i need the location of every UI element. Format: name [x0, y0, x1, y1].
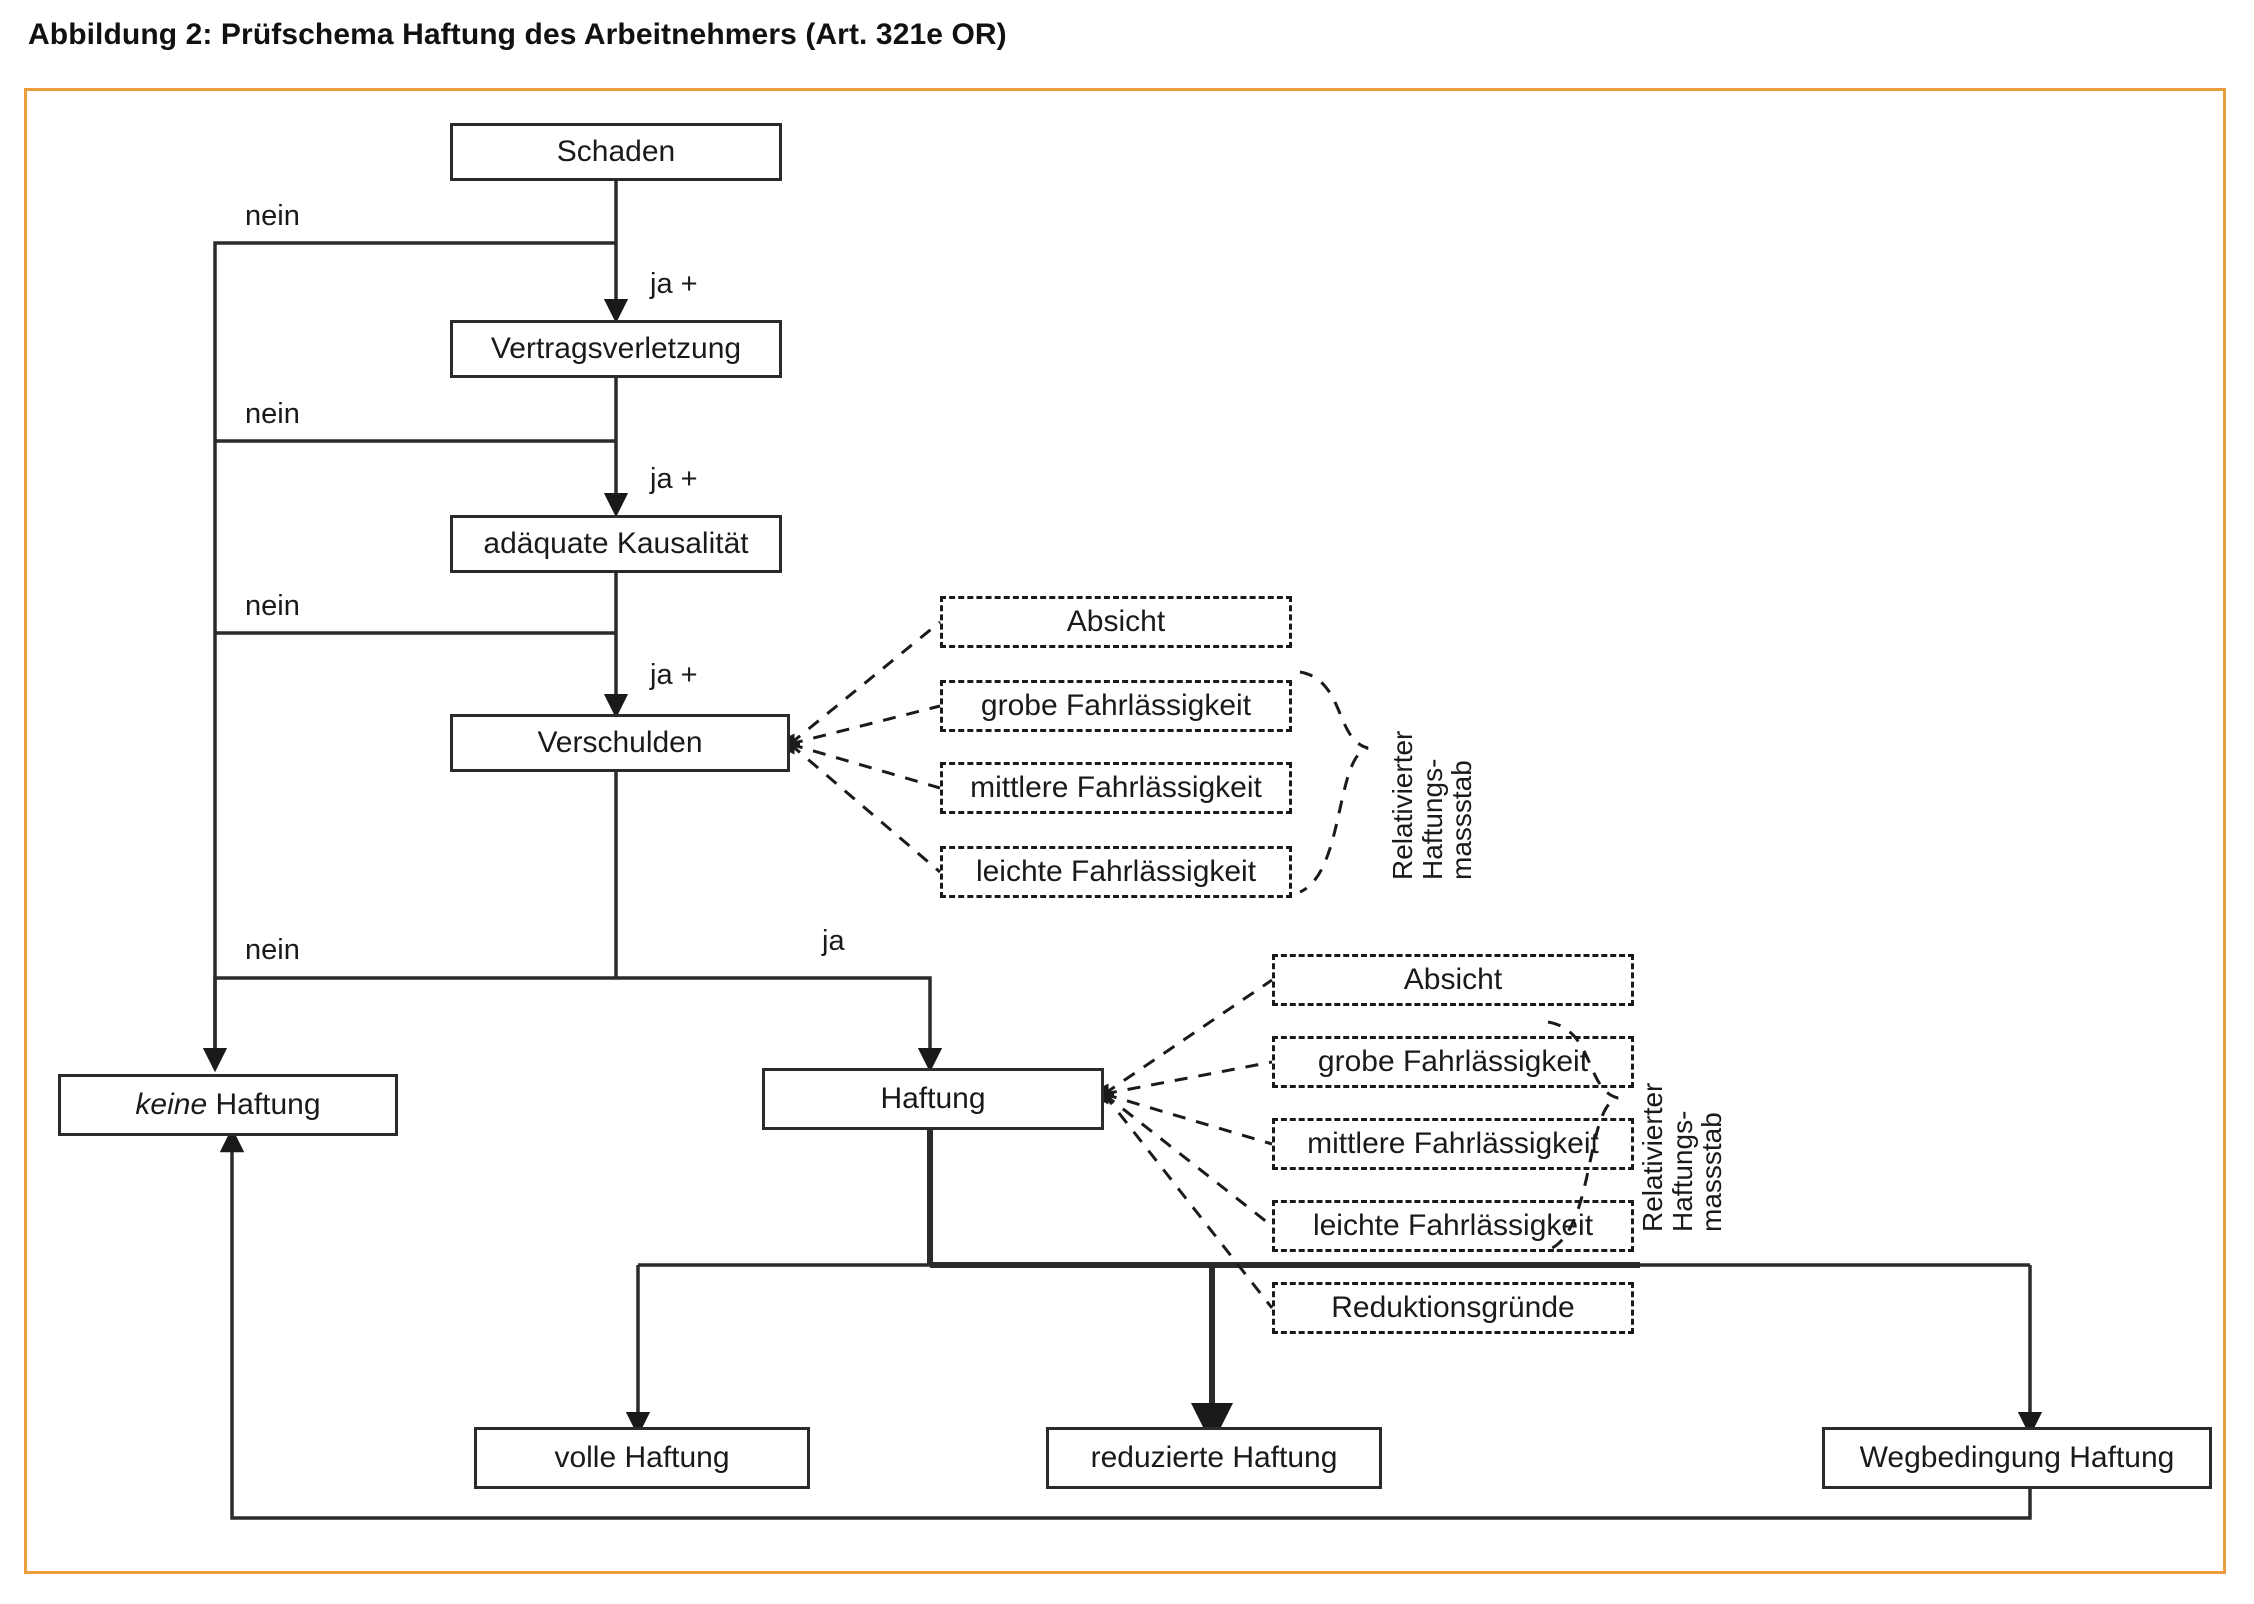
node-keine-haftung-rest: Haftung: [207, 1088, 321, 1121]
figure-frame: [24, 88, 2226, 1574]
node-schaden-label: Schaden: [556, 135, 676, 168]
node-keine-haftung-label: keine Haftung: [135, 1088, 320, 1122]
edge-label-nein-3: nein: [245, 590, 300, 622]
edge-label-nein-4: nein: [245, 934, 300, 966]
edge-label-nein-1: nein: [245, 200, 300, 232]
dashed-haftung-mittlere-fahrlaessigkeit[interactable]: mittlere Fahrlässigkeit: [1272, 1118, 1634, 1170]
dashed-haftung-absicht[interactable]: Absicht: [1272, 954, 1634, 1006]
node-reduzierte-haftung[interactable]: reduzierte Haftung: [1046, 1427, 1382, 1489]
node-vertragsverletzung[interactable]: Vertragsverletzung: [450, 320, 782, 378]
bracket-label-haftung-line3: massstab: [1696, 1112, 1728, 1232]
bracket-label-verschulden-line3: massstab: [1446, 760, 1478, 880]
node-keine-haftung[interactable]: keine Haftung: [58, 1074, 398, 1136]
bracket-label-verschulden: Relativierter Haftungs- massstab: [1387, 730, 1478, 880]
figure-caption: Abbildung 2: Prüfschema Haftung des Arbe…: [28, 18, 1007, 51]
edge-label-ja-plus-3: ja +: [650, 659, 698, 691]
dashed-haftung-grobe-fahrlaessigkeit[interactable]: grobe Fahrlässigkeit: [1272, 1036, 1634, 1088]
node-keine-haftung-emphasis: keine: [135, 1088, 208, 1121]
dashed-verschulden-absicht[interactable]: Absicht: [940, 596, 1292, 648]
node-haftung[interactable]: Haftung: [762, 1068, 1104, 1130]
node-volle-haftung[interactable]: volle Haftung: [474, 1427, 810, 1489]
bracket-label-verschulden-line2: Haftungs-: [1416, 758, 1448, 880]
dashed-haftung-leichte-fahrlaessigkeit[interactable]: leichte Fahrlässigkeit: [1272, 1200, 1634, 1252]
node-verschulden-label: Verschulden: [537, 726, 703, 759]
dashed-verschulden-mittlere-fahrlaessigkeit[interactable]: mittlere Fahrlässigkeit: [940, 762, 1292, 814]
edge-label-ja: ja: [822, 925, 845, 957]
node-wegbedingung-haftung-label: Wegbedingung Haftung: [1859, 1441, 2175, 1474]
node-haftung-label: Haftung: [880, 1082, 986, 1115]
dashed-haftung-grobe-fahrlaessigkeit-label: grobe Fahrlässigkeit: [1317, 1045, 1589, 1078]
edge-label-nein-2: nein: [245, 398, 300, 430]
dashed-haftung-absicht-label: Absicht: [1403, 963, 1503, 996]
dashed-haftung-leichte-fahrlaessigkeit-label: leichte Fahrlässigkeit: [1312, 1209, 1594, 1242]
node-adaequate-kausalitaet[interactable]: adäquate Kausalität: [450, 515, 782, 573]
dashed-verschulden-grobe-fahrlaessigkeit[interactable]: grobe Fahrlässigkeit: [940, 680, 1292, 732]
dashed-verschulden-leichte-fahrlaessigkeit-label: leichte Fahrlässigkeit: [975, 855, 1257, 888]
bracket-label-haftung-line2: Haftungs-: [1666, 1110, 1698, 1232]
node-schaden[interactable]: Schaden: [450, 123, 782, 181]
node-vertragsverletzung-label: Vertragsverletzung: [490, 332, 742, 365]
dashed-haftung-reduktionsgruende-label: Reduktionsgründe: [1331, 1291, 1575, 1324]
dashed-verschulden-mittlere-fahrlaessigkeit-label: mittlere Fahrlässigkeit: [970, 771, 1262, 804]
dashed-haftung-reduktionsgruende[interactable]: Reduktionsgründe: [1272, 1282, 1634, 1334]
node-volle-haftung-label: volle Haftung: [554, 1441, 730, 1474]
bracket-label-haftung: Relativierter Haftungs- massstab: [1637, 1082, 1728, 1232]
node-wegbedingung-haftung[interactable]: Wegbedingung Haftung: [1822, 1427, 2212, 1489]
node-reduzierte-haftung-label: reduzierte Haftung: [1090, 1441, 1338, 1474]
bracket-label-haftung-line1: Relativierter: [1637, 1082, 1668, 1232]
dashed-verschulden-grobe-fahrlaessigkeit-label: grobe Fahrlässigkeit: [980, 689, 1252, 722]
node-adaequate-kausalitaet-label: adäquate Kausalität: [483, 527, 749, 560]
dashed-verschulden-absicht-label: Absicht: [1066, 605, 1166, 638]
edge-label-ja-plus-1: ja +: [650, 268, 698, 300]
dashed-haftung-mittlere-fahrlaessigkeit-label: mittlere Fahrlässigkeit: [1307, 1127, 1599, 1160]
bracket-label-verschulden-line1: Relativierter: [1387, 730, 1418, 880]
node-verschulden[interactable]: Verschulden: [450, 714, 790, 772]
dashed-verschulden-leichte-fahrlaessigkeit[interactable]: leichte Fahrlässigkeit: [940, 846, 1292, 898]
edge-label-ja-plus-2: ja +: [650, 463, 698, 495]
